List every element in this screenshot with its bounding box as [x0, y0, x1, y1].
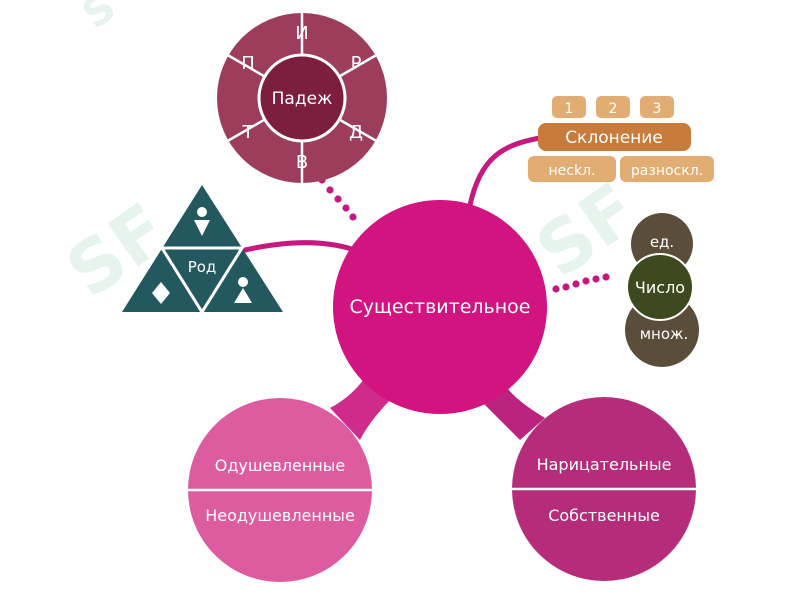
animacy-node: Одушевленные Неодушевленные [188, 398, 372, 582]
common-noun-label: Нарицательные [537, 455, 672, 474]
gender-label: Род [188, 258, 217, 276]
blob-connector-right [480, 385, 545, 440]
case-letter-prepositional: П [241, 53, 255, 74]
declension-3: 3 [653, 101, 662, 117]
case-letter-nominative: И [295, 23, 308, 44]
plural-label: множ. [640, 325, 689, 343]
case-letter-instrumental: Т [242, 122, 255, 143]
singular-label: ед. [650, 233, 674, 251]
declension-main-box [538, 123, 691, 151]
indeclinable-box [528, 156, 616, 182]
connectors [242, 135, 543, 255]
svg-text:S: S [74, 0, 124, 38]
masculine-icon [194, 207, 210, 236]
indeclinable-label: несkл. [549, 163, 596, 179]
case-letter-accusative: В [296, 152, 308, 173]
number-cluster: ед. Число множ. [625, 213, 699, 367]
declension-label: Склонение [565, 128, 663, 148]
declension-1-box [552, 96, 586, 118]
case-label: Падеж [272, 89, 333, 109]
animate-label: Одушевленные [215, 456, 346, 475]
feminine-icon [234, 277, 252, 303]
center-node: Существительное [333, 200, 547, 414]
number-label: Число [635, 278, 685, 297]
heteroclitic-label: разноскл. [631, 163, 703, 179]
case-letter-dative: Д [349, 122, 363, 143]
inanimate-label: Неодушевленные [205, 506, 355, 525]
declension-3-box [640, 96, 674, 118]
heteroclitic-box [620, 156, 714, 182]
connector-declension [467, 135, 543, 208]
number-center-circle [626, 253, 694, 321]
declension-2-box [596, 96, 630, 118]
gender-triangle: Род [122, 185, 283, 315]
center-label: Существительное [350, 296, 531, 318]
case-wheel: Падеж И Р Д В Т П [217, 13, 387, 183]
neuter-icon [152, 282, 170, 304]
declension-1: 1 [565, 101, 574, 117]
connector-gender [242, 240, 363, 255]
center-circle [333, 200, 547, 414]
case-wheel-inner [257, 53, 347, 143]
case-letter-genitive: Р [351, 53, 362, 74]
proper-noun-label: Собственные [548, 506, 660, 525]
commonness-node: Нарицательные Собственные [512, 397, 696, 581]
declension-2: 2 [609, 101, 618, 117]
declension-group: 1 2 3 Склонение несkл. разноскл. [528, 96, 714, 182]
